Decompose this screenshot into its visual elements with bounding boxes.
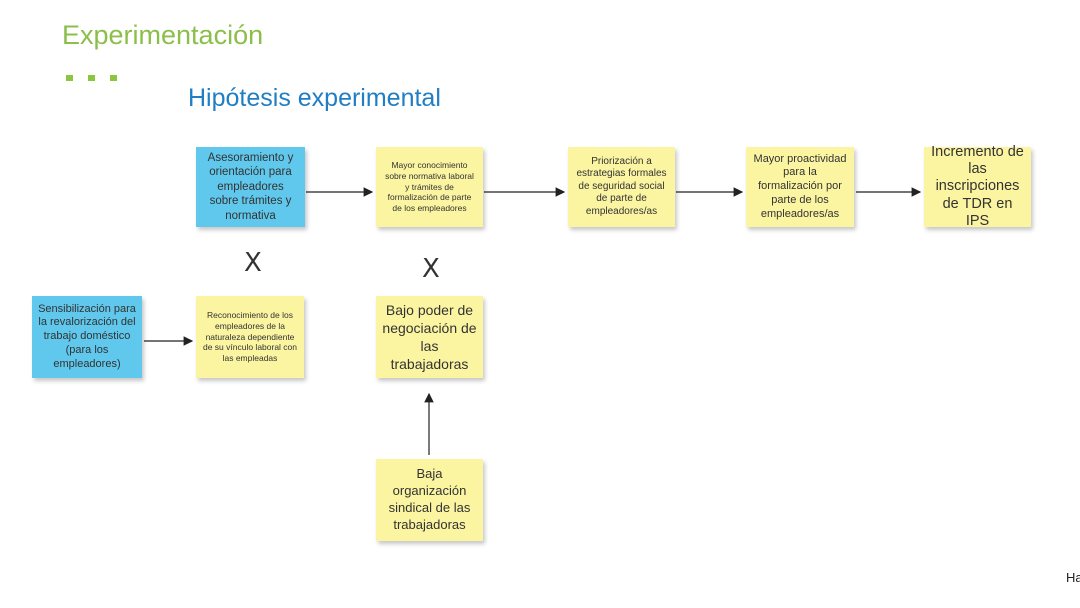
slide-subtitle: Hipótesis experimental (188, 84, 441, 112)
note-priorizacion: Priorización a estrategias formales de s… (568, 147, 675, 227)
note-proactividad: Mayor proactividad para la formalización… (746, 147, 854, 227)
dot-icon (66, 75, 73, 81)
decorative-dots (66, 75, 118, 81)
note-sensibilizacion: Sensibilización para la revalorización d… (32, 296, 142, 378)
note-baja-organizacion: Baja organización sindical de las trabaj… (376, 459, 483, 541)
slide-title: Experimentación (62, 20, 264, 50)
note-conocimiento: Mayor conocimiento sobre normativa labor… (376, 147, 483, 227)
note-asesoramiento: Asesoramiento y orientación para emplead… (196, 147, 305, 227)
corner-text: Ha (1066, 570, 1080, 585)
interaction-x-mark: X (244, 248, 262, 278)
note-bajo-poder: Bajo poder de negociación de las trabaja… (376, 296, 483, 378)
dot-icon (88, 75, 95, 81)
note-incremento: Incremento de las inscripciones de TDR e… (924, 144, 1031, 229)
dot-icon (110, 75, 117, 81)
note-reconocimiento: Reconocimiento de los empleadores de la … (196, 296, 304, 378)
interaction-x-mark: X (422, 254, 440, 284)
